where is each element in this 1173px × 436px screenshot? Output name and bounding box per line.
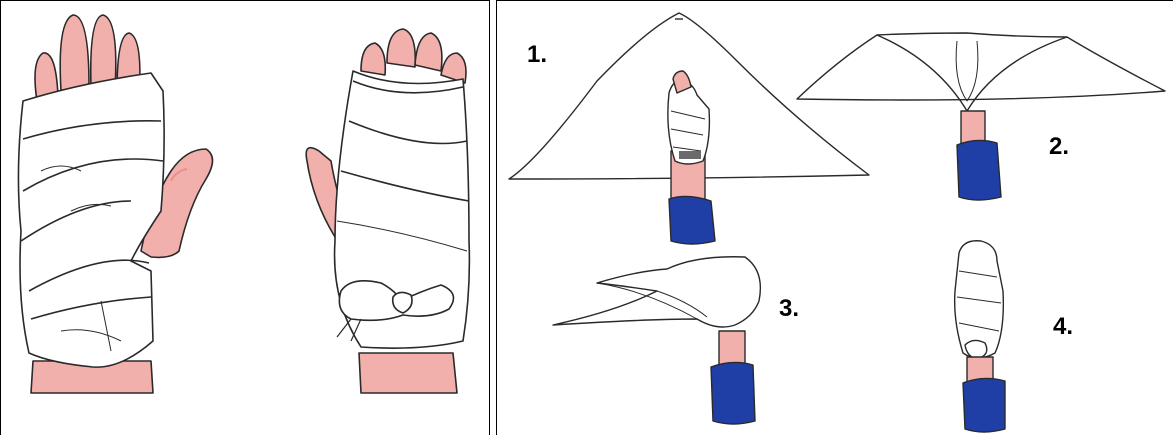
hand-palm-view <box>18 15 212 393</box>
steps-panel: 1. 2. 3. 4. <box>496 0 1173 435</box>
step-4-label: 4. <box>1053 313 1073 341</box>
steps-illustration <box>497 1 1173 436</box>
hand-back-view <box>306 29 469 393</box>
step-3-illustration <box>553 257 760 424</box>
step-1-illustration <box>509 13 869 244</box>
step-4-illustration <box>955 241 1005 432</box>
step-2-label: 2. <box>1049 133 1069 161</box>
bandaged-hands-panel <box>0 0 490 435</box>
step-1-label: 1. <box>527 41 547 69</box>
bandaged-hands-illustration <box>1 1 489 436</box>
step-3-label: 3. <box>779 295 799 323</box>
